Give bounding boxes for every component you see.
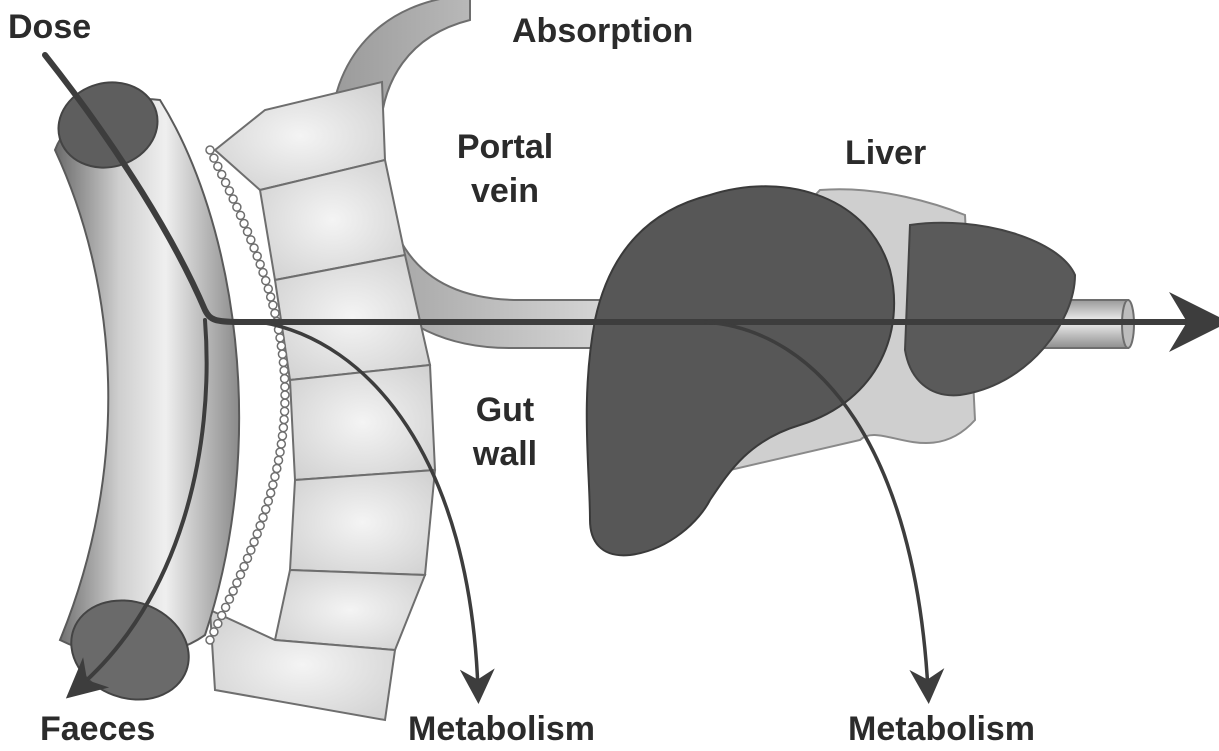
microvillus-dot (279, 358, 287, 366)
gut-wall-label-line2: wall (455, 432, 555, 476)
gut-metabolism-label: Metabolism (408, 712, 595, 746)
microvillus-dot (256, 260, 264, 268)
gut-wall-label-line1: Gut (455, 388, 555, 432)
microvillus-dot (247, 236, 255, 244)
microvillus-dot (279, 424, 287, 432)
microvillus-dot (222, 603, 230, 611)
microvillus-dot (222, 179, 230, 187)
microvillus-dot (280, 367, 288, 375)
microvillus-dot (267, 293, 275, 301)
microvillus-dot (253, 252, 261, 260)
microvillus-dot (277, 342, 285, 350)
microvillus-dot (240, 220, 248, 228)
microvillus-dot (281, 407, 289, 415)
microvillus-dot (250, 538, 258, 546)
microvillus-dot (229, 195, 237, 203)
liver-label: Liver (845, 136, 926, 170)
portal-vein-label-line1: Portal (450, 125, 560, 169)
microvillus-dot (214, 162, 222, 170)
microvillus-dot (259, 269, 267, 277)
microvillus-dot (229, 587, 237, 595)
microvillus-dot (214, 620, 222, 628)
microvillus-dot (281, 375, 289, 383)
microvillus-dot (278, 432, 286, 440)
microvillus-dot (250, 244, 258, 252)
microvillus-dot (262, 505, 270, 513)
microvillus-dot (210, 154, 218, 162)
microvillus-dot (277, 440, 285, 448)
microvillus-dot (218, 612, 226, 620)
microvillus-dot (264, 285, 272, 293)
microvillus-dot (276, 448, 284, 456)
microvillus-dot (233, 579, 241, 587)
microvillus-dot (233, 203, 241, 211)
microvillus-dot (281, 383, 289, 391)
liver-metabolism-label: Metabolism (848, 712, 1035, 746)
microvillus-dot (237, 571, 245, 579)
microvillus-dot (244, 228, 252, 236)
microvillus-dot (281, 391, 289, 399)
microvillus-dot (210, 628, 218, 636)
microvillus-dot (253, 530, 261, 538)
microvillus-dot (275, 456, 283, 464)
microvillus-dot (278, 350, 286, 358)
portal-vein-label: Portal vein (450, 125, 560, 213)
microvillus-dot (281, 399, 289, 407)
microvillus-dot (259, 514, 267, 522)
dose-label: Dose (8, 10, 91, 44)
microvillus-dot (273, 465, 281, 473)
microvillus-dot (218, 171, 226, 179)
microvillus-dot (247, 546, 255, 554)
microvillus-dot (269, 301, 277, 309)
microvillus-dot (240, 563, 248, 571)
absorption-label: Absorption (512, 14, 693, 48)
microvillus-dot (225, 595, 233, 603)
microvillus-dot (237, 211, 245, 219)
microvillus-dot (262, 277, 270, 285)
microvillus-dot (276, 334, 284, 342)
microvillus-dot (256, 522, 264, 530)
microvillus-dot (269, 481, 277, 489)
gut-wall-label: Gut wall (455, 388, 555, 476)
microvillus-dot (225, 187, 233, 195)
faeces-label: Faeces (40, 712, 155, 746)
microvillus-dot (206, 636, 214, 644)
microvillus-dot (280, 416, 288, 424)
microvillus-dot (271, 309, 279, 317)
microvillus-dot (264, 497, 272, 505)
liver-icon (587, 186, 1075, 555)
microvillus-dot (206, 146, 214, 154)
gut-tube-icon (49, 71, 239, 715)
portal-vein-label-line2: vein (450, 169, 560, 213)
microvillus-dot (244, 554, 252, 562)
microvillus-dot (271, 473, 279, 481)
gut-wall-cells (210, 82, 435, 720)
microvillus-dot (267, 489, 275, 497)
